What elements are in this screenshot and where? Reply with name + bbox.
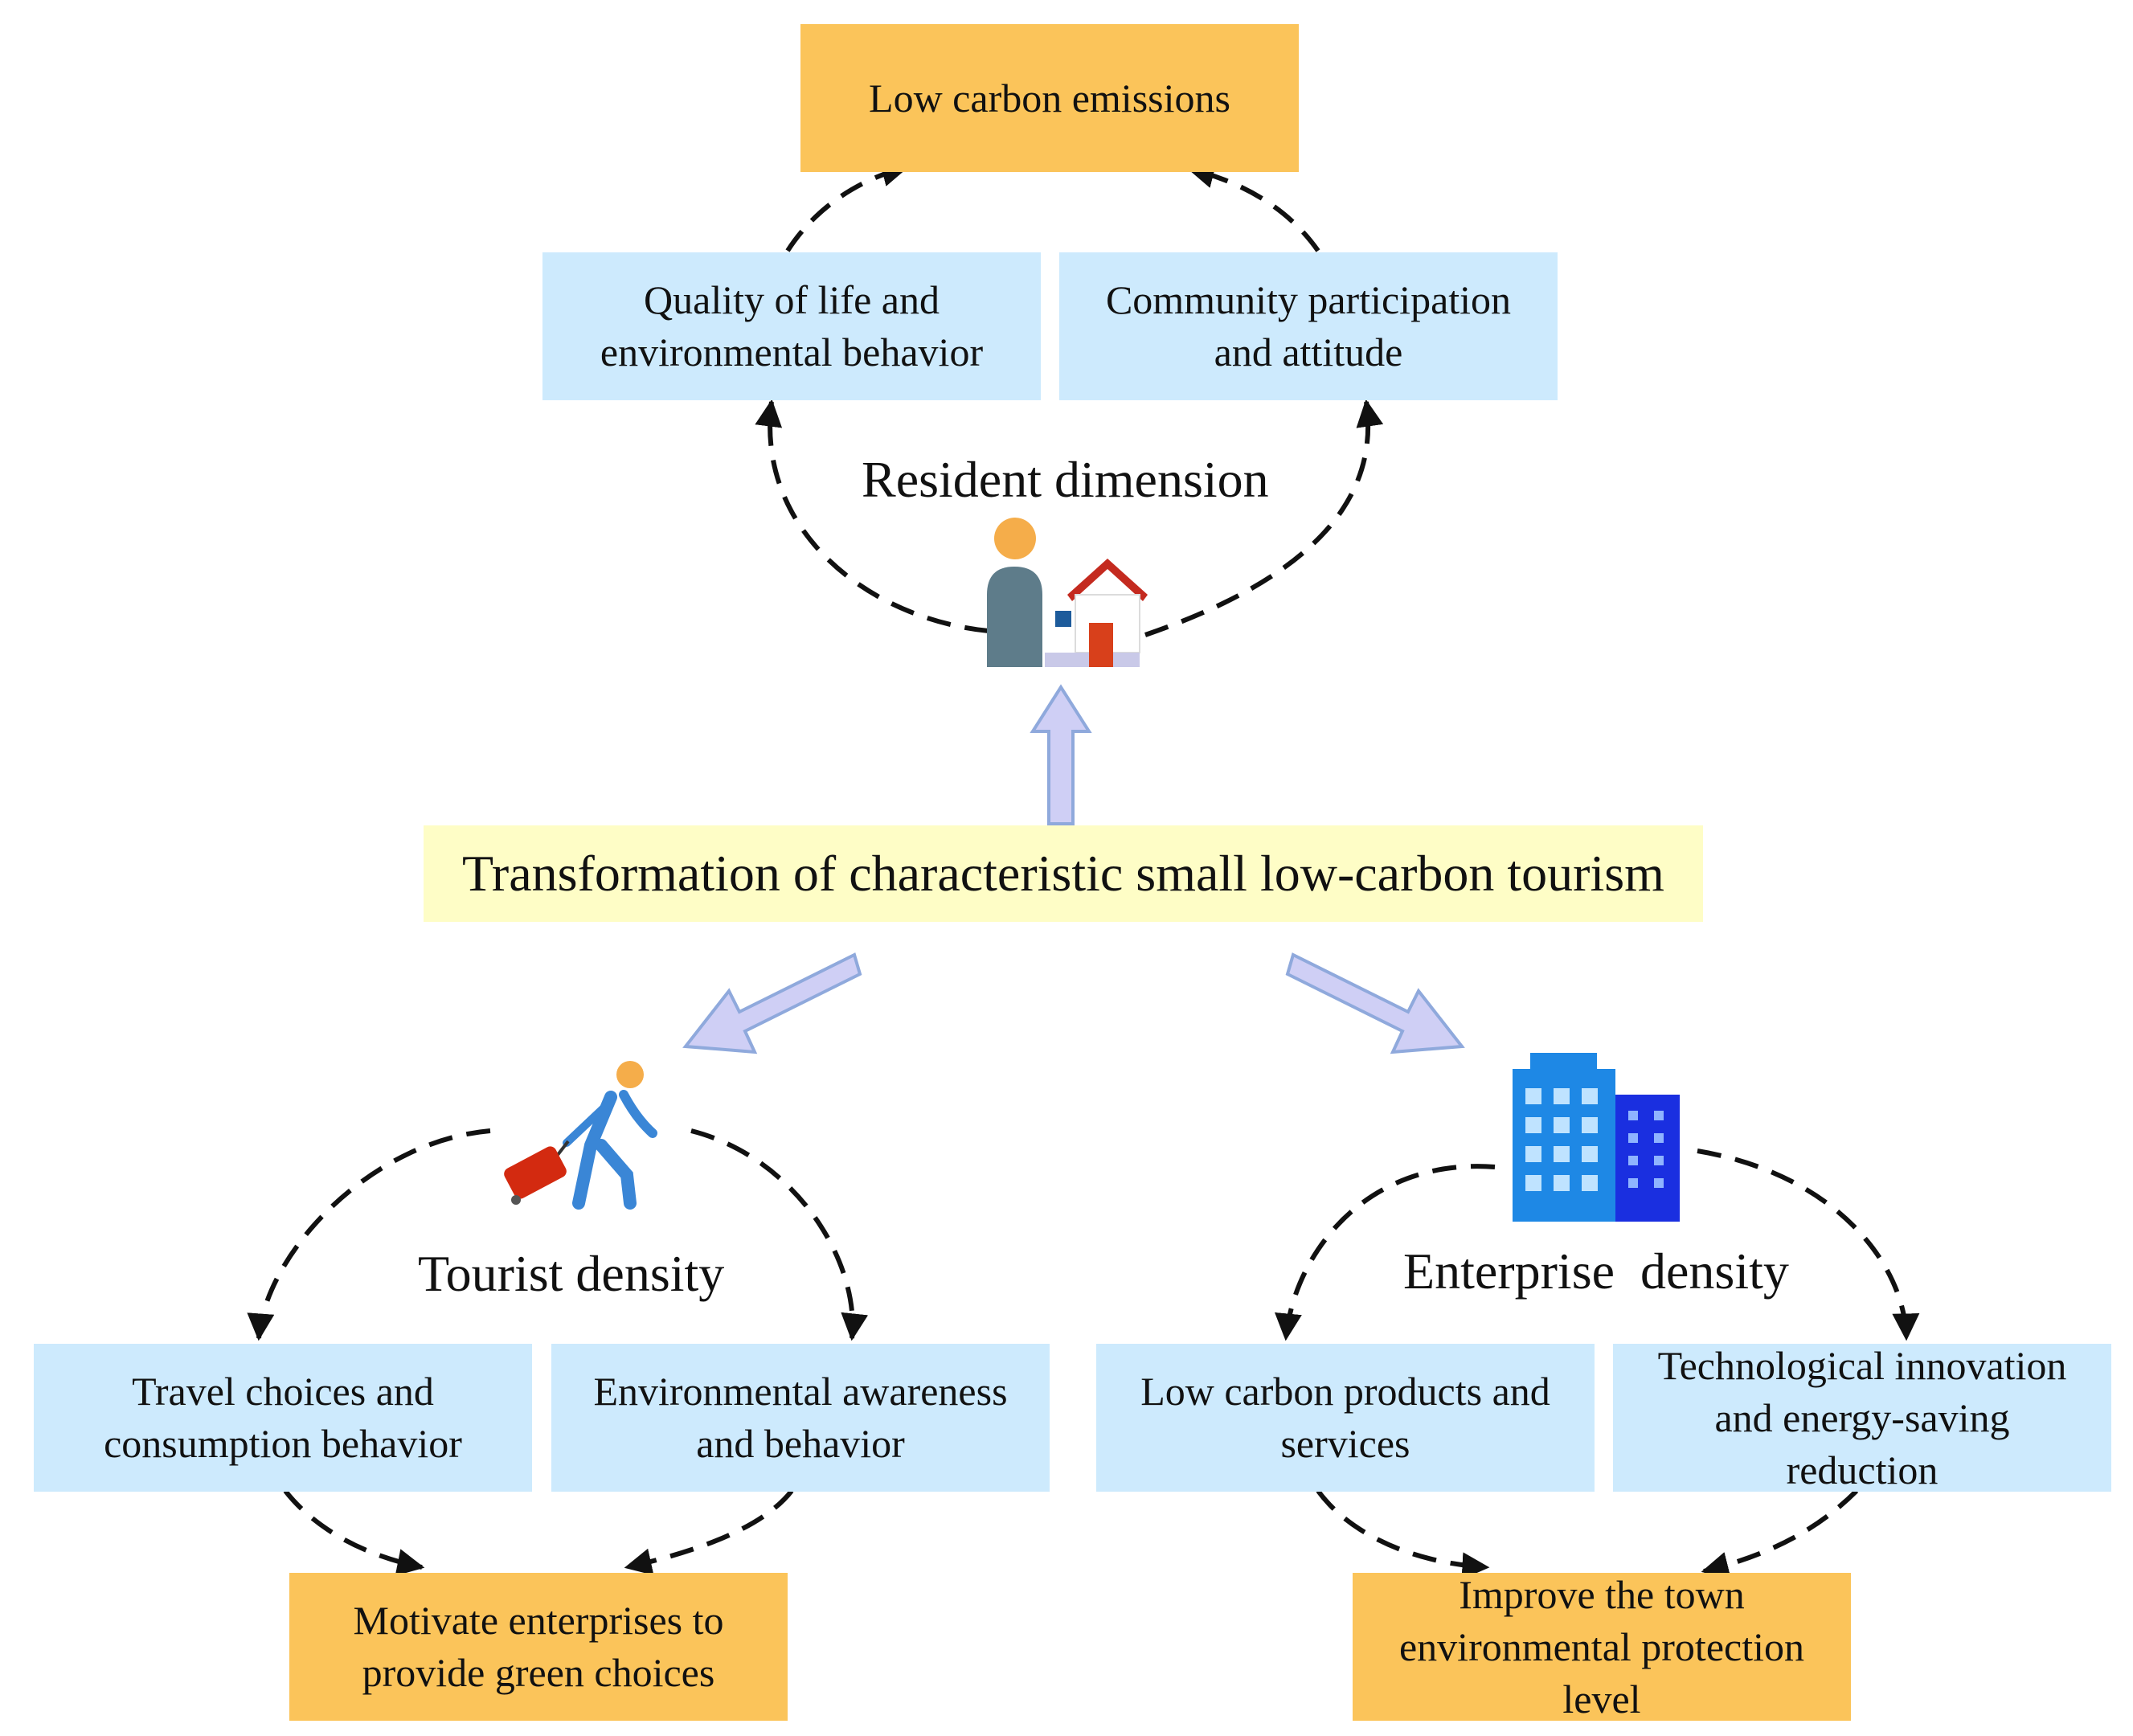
quality-of-life-line-2: environmental behavior xyxy=(600,330,984,375)
improve-town-box: Improve the town environmental protectio… xyxy=(1353,1572,1851,1722)
community-participation-box: Community participation and attitude xyxy=(1059,252,1558,400)
block-arrow-down-left xyxy=(682,952,862,1054)
low-carbon-products-line-2: services xyxy=(1280,1421,1410,1466)
quality-of-life-box: Quality of life and environmental behavi… xyxy=(542,252,1041,400)
center-transformation-text: Transformation of characteristic small l… xyxy=(462,845,1664,903)
dashed-arrow-awareness-to-motivate xyxy=(624,1489,794,1575)
dashed-arrow-tourist-to-travel xyxy=(247,1128,491,1341)
travel-choices-box: Travel choices and consumption behavior xyxy=(34,1344,532,1492)
tourist-arrows xyxy=(247,1128,869,1576)
dashed-arrow-quality-to-emissions xyxy=(785,159,910,252)
community-participation-line-1: Community participation xyxy=(1105,277,1512,322)
dashed-arrow-resident-to-quality xyxy=(755,399,989,633)
dashed-arrow-resident-to-community xyxy=(1144,399,1384,637)
resident-arrows xyxy=(755,159,1384,637)
improve-town-line-1: Improve the town xyxy=(1459,1571,1745,1617)
environmental-awareness-line-1: Environmental awareness xyxy=(593,1369,1008,1414)
travel-choices-line-1: Travel choices and xyxy=(132,1369,434,1414)
travel-choices-line-2: consumption behavior xyxy=(104,1421,462,1466)
improve-town-line-2: environmental protection xyxy=(1398,1623,1804,1669)
motivate-enterprises-line-1: Motivate enterprises to xyxy=(353,1598,724,1643)
low-carbon-emissions-text: Low carbon emissions xyxy=(869,75,1230,121)
technological-innovation-line-1: Technological innovation xyxy=(1657,1342,2067,1388)
low-carbon-emissions-box: Low carbon emissions xyxy=(800,24,1299,172)
technological-innovation-line-3: reduction xyxy=(1786,1447,1939,1492)
motivate-enterprises-line-2: provide green choices xyxy=(362,1650,715,1695)
resident-dimension-label: Resident dimension xyxy=(862,451,1269,508)
technological-innovation-box: Technological innovation and energy-savi… xyxy=(1613,1343,2111,1492)
improve-town-line-3: level xyxy=(1562,1676,1641,1722)
low-carbon-products-box: Low carbon products and services xyxy=(1096,1344,1595,1492)
community-participation-line-2: and attitude xyxy=(1214,330,1403,375)
dashed-arrow-community-to-emissions xyxy=(1186,161,1320,252)
block-arrow-down-right xyxy=(1285,952,1465,1054)
motivate-enterprises-box: Motivate enterprises to provide green ch… xyxy=(289,1573,788,1721)
low-carbon-products-line-1: Low carbon products and xyxy=(1140,1369,1550,1414)
quality-of-life-line-1: Quality of life and xyxy=(644,277,940,322)
enterprise-arrows xyxy=(1275,1148,1920,1580)
center-transformation-box: Transformation of characteristic small l… xyxy=(424,825,1703,922)
environmental-awareness-line-2: and behavior xyxy=(696,1421,905,1466)
dashed-arrow-enterprise-to-innovation xyxy=(1697,1148,1920,1341)
office-building-icon xyxy=(1513,1053,1680,1222)
dashed-arrow-products-to-improve xyxy=(1316,1489,1490,1580)
dashed-arrow-enterprise-to-products xyxy=(1275,1164,1496,1341)
environmental-awareness-box: Environmental awareness and behavior xyxy=(551,1344,1050,1492)
block-arrow-up xyxy=(1030,684,1092,825)
dashed-arrow-travel-to-motivate xyxy=(283,1489,425,1576)
block-arrows xyxy=(682,684,1465,1054)
tourist-density-label: Tourist density xyxy=(418,1245,725,1302)
resident-house-icon xyxy=(987,518,1148,667)
enterprise-density-label: Enterprise density xyxy=(1403,1243,1789,1300)
dashed-arrow-tourist-to-awareness xyxy=(690,1128,869,1341)
technological-innovation-line-2: and energy-saving xyxy=(1714,1394,2010,1440)
dashed-arrow-innovation-to-improve xyxy=(1701,1488,1859,1579)
tourist-suitcase-icon xyxy=(504,1061,657,1210)
